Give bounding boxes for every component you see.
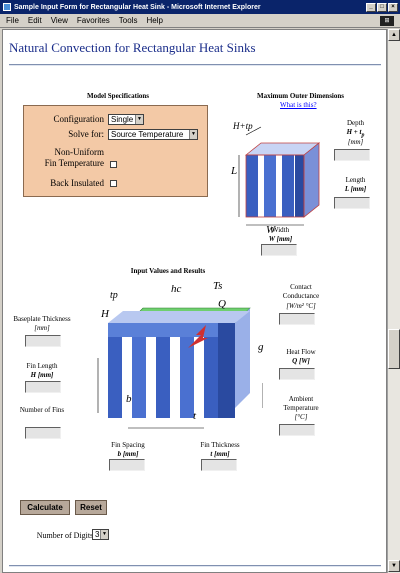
baseplate-label: Baseplate Thickness (13, 315, 71, 323)
digits-value: 3 (95, 530, 100, 539)
menu-tools[interactable]: Tools (118, 16, 138, 25)
page-title: Natural Convection for Rectangular Heat … (9, 40, 256, 55)
fin-length-label: Fin Length (26, 362, 58, 370)
minimize-button[interactable]: _ (366, 2, 376, 12)
depth-symbol: H + tp (346, 128, 365, 139)
ambient-label-2: Temperature (283, 404, 319, 412)
menu-view[interactable]: View (50, 16, 68, 25)
configuration-label: Configuration (53, 114, 105, 124)
menu-favorites[interactable]: Favorites (76, 16, 110, 25)
scroll-thumb[interactable] (388, 329, 400, 369)
chevron-down-icon: ▼ (135, 115, 143, 124)
solve-for-select[interactable]: Source Temperature ▼ (108, 129, 198, 140)
baseplate-unit: [mm] (34, 324, 50, 332)
dim-l-label: L (231, 165, 238, 177)
heat-flow-input[interactable] (279, 368, 315, 380)
window-title: Sample Input Form for Rectangular Heat S… (14, 3, 261, 11)
baseplate-input[interactable] (25, 335, 61, 347)
ambient-unit: [°C] (294, 413, 308, 421)
ambient-input[interactable] (279, 424, 315, 436)
vertical-scrollbar[interactable]: ▲ ▼ (387, 29, 400, 573)
fin-thickness-input[interactable] (201, 459, 237, 471)
menu-bar: File Edit View Favorites Tools Help ⊞ (0, 14, 400, 28)
ie-icon (3, 3, 11, 11)
contact-label: Contact (290, 283, 312, 291)
label-hc: hc (171, 283, 182, 295)
label-tp: tp (110, 290, 118, 301)
scroll-down-icon[interactable]: ▼ (388, 560, 400, 572)
contact-unit: [W/m² °C] (286, 302, 316, 310)
label-t: t (193, 410, 197, 422)
specs-heading: Model Specifications (86, 92, 150, 100)
solve-for-value: Source Temperature (111, 130, 184, 139)
num-fins-input[interactable] (25, 427, 61, 439)
fin-length-unit: H [mm] (30, 371, 54, 379)
digits-select[interactable]: 3▼ (92, 529, 109, 540)
back-insulated-checkbox[interactable] (110, 180, 117, 187)
heat-sink-diagram (97, 307, 263, 429)
digits-label: Number of Digits (36, 531, 94, 540)
results-heading: Input Values and Results (130, 267, 206, 275)
width-label: Width (271, 226, 290, 234)
fin-thickness-unit: t [mm] (210, 450, 230, 458)
contact-input[interactable] (279, 313, 315, 325)
ambient-label: Ambient (288, 395, 314, 403)
menu-file[interactable]: File (6, 16, 19, 25)
close-button[interactable]: × (388, 2, 398, 12)
what-is-this-link[interactable]: What is this? (280, 101, 317, 109)
menu-help[interactable]: Help (146, 16, 163, 25)
header-divider (9, 64, 381, 66)
footer-divider (9, 565, 381, 567)
fin-spacing-input[interactable] (109, 459, 145, 471)
fin-length-input[interactable] (25, 381, 61, 393)
label-ts: Ts (213, 280, 223, 292)
label-b: b (126, 393, 132, 405)
scroll-up-icon[interactable]: ▲ (388, 29, 400, 41)
chevron-down-icon: ▼ (189, 130, 197, 139)
fin-spacing-label: Fin Spacing (111, 441, 145, 449)
fin-spacing-unit: b [mm] (117, 450, 139, 458)
width-input[interactable] (261, 244, 297, 256)
label-h: H (101, 308, 109, 320)
outer-dimensions-diagram (238, 126, 321, 226)
nonuniform-label-2: Fin Temperature (44, 158, 104, 168)
dim-w-label: W (266, 224, 276, 236)
page-viewport: Natural Convection for Rectangular Heat … (2, 29, 387, 573)
depth-label: Depth (346, 119, 365, 127)
solve-for-label: Solve for: (68, 129, 104, 139)
dim-h-tp-label: H+tp (233, 121, 253, 131)
length-label: Length (345, 176, 366, 184)
length-input[interactable] (334, 197, 370, 209)
window-titlebar: Sample Input Form for Rectangular Heat S… (0, 0, 400, 14)
depth-unit: [mm] (347, 138, 364, 146)
chevron-down-icon: ▼ (100, 530, 108, 539)
configuration-select[interactable]: Single▼ (108, 114, 144, 125)
label-g: g (258, 341, 264, 353)
width-unit: W [mm] (268, 235, 293, 243)
outer-heading: Maximum Outer Dimensions (257, 92, 344, 100)
length-unit: L [mm] (344, 185, 367, 193)
nonuniform-label: Non-Uniform (54, 147, 105, 157)
depth-input[interactable] (334, 149, 370, 161)
calculate-button[interactable]: Calculate (20, 500, 70, 515)
fin-thickness-label: Fin Thickness (200, 441, 240, 449)
configuration-value: Single (111, 115, 134, 124)
maximize-button[interactable]: □ (377, 2, 387, 12)
specs-panel: Configuration Single▼ Solve for: Source … (23, 105, 208, 197)
heat-flow-label: Heat Flow (286, 348, 316, 356)
menu-edit[interactable]: Edit (27, 16, 42, 25)
label-q: Q (218, 298, 226, 310)
nonuniform-checkbox[interactable] (110, 161, 117, 168)
num-fins-label: Number of Fins (19, 406, 65, 414)
contact-label-2: Conductance (282, 292, 320, 300)
reset-button[interactable]: Reset (75, 500, 107, 515)
back-insulated-label: Back Insulated (50, 178, 104, 188)
windows-logo-icon: ⊞ (380, 15, 394, 26)
heat-flow-unit: Q [W] (292, 357, 310, 365)
